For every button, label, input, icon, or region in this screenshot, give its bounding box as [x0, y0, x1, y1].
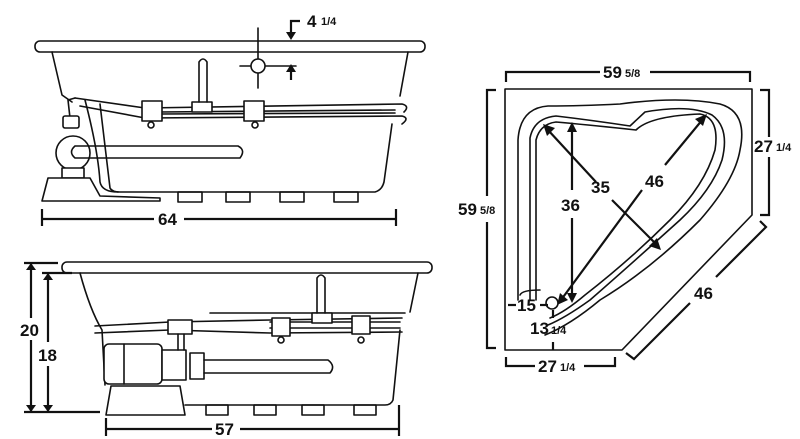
- jet-pipe-upper: [74, 97, 408, 113]
- label-bottom-side-whole: 27: [538, 357, 557, 376]
- dimension-length-64: 64: [40, 209, 398, 229]
- label-bottom-side-fraction: 1/4: [560, 362, 576, 374]
- label-top-width-whole: 59: [603, 63, 622, 82]
- air-pipe: [198, 58, 208, 103]
- air-pipe: [316, 274, 326, 314]
- dimension-depth-18: 18: [24, 271, 100, 414]
- tub-rim: [61, 261, 433, 274]
- jet-pipe-upper: [94, 317, 403, 327]
- label-height-20: 20: [20, 321, 39, 340]
- fitting: [271, 317, 291, 337]
- tee-fitting: [311, 312, 333, 324]
- pump-motor: [41, 97, 161, 202]
- label-length-57: 57: [215, 420, 234, 439]
- dimension-overflow-drop: 4 1/4: [286, 12, 337, 80]
- dimension-top-width: 59 5/8: [504, 63, 752, 82]
- dimension-right-side: 27 1/4: [754, 88, 792, 217]
- jet-pipe-back: [209, 312, 406, 329]
- label-left-height-whole: 59: [458, 200, 477, 219]
- basin-ledge: [519, 289, 541, 296]
- return-pipe: [70, 145, 244, 159]
- label-length-64: 64: [158, 210, 177, 229]
- dimension-diag-46: 46: [557, 114, 707, 305]
- label-drain-15: 15: [517, 296, 536, 315]
- overflow-marker: [239, 27, 297, 89]
- basin-rim-outer: [517, 99, 743, 336]
- label-drain-13-fraction: 1/4: [551, 325, 567, 337]
- tee-fitting: [167, 319, 193, 335]
- label-right-side-fraction: 1/4: [776, 142, 792, 154]
- jet-nozzle: [357, 336, 365, 344]
- jet-nozzle: [147, 121, 155, 129]
- dimension-diag-35: 35: [543, 124, 661, 250]
- tub-body: [79, 272, 419, 406]
- label-depth-36: 36: [561, 196, 580, 215]
- tub-rim: [34, 40, 426, 53]
- fitting: [141, 100, 163, 122]
- tub-outline: [504, 88, 753, 351]
- jet-nozzle: [277, 336, 285, 344]
- dimension-depth-36: 36: [561, 122, 580, 303]
- jet-nozzle: [251, 121, 259, 129]
- tub-apron: [84, 99, 119, 193]
- label-right-side-whole: 27: [754, 137, 773, 156]
- label-depth-18: 18: [38, 346, 57, 365]
- support-feet: [205, 404, 377, 416]
- pump-motor: [103, 333, 205, 416]
- plan-view: 35 46 36 15 13 1/4: [458, 63, 792, 376]
- fitting: [243, 100, 265, 122]
- tee-fitting: [191, 101, 213, 113]
- label-diag-46: 46: [645, 172, 664, 191]
- tub-body: [51, 51, 409, 193]
- dimension-left-height: 59 5/8: [458, 88, 496, 350]
- side-view-bottom: 57 20 18: [20, 261, 433, 439]
- label-drain-13-whole: 13: [530, 319, 549, 338]
- label-top-width-fraction: 5/8: [625, 68, 640, 80]
- label-left-height-fraction: 5/8: [480, 205, 495, 217]
- basin-rim-inner: [529, 107, 726, 326]
- label-overflow-fraction: 1/4: [321, 16, 337, 28]
- jet-pipe-lower: [94, 329, 403, 334]
- dimension-bottom-side: 27 1/4: [504, 357, 617, 376]
- drain: 15 13 1/4: [508, 296, 567, 350]
- support-feet: [177, 191, 359, 203]
- fitting: [351, 315, 371, 335]
- return-pipe: [203, 359, 334, 374]
- label-overflow-whole: 4: [307, 12, 317, 31]
- dimension-front-diagonal: 46: [625, 220, 768, 361]
- jet-pipe-lower: [79, 105, 407, 125]
- label-diag-35: 35: [591, 178, 610, 197]
- basin-floor: [535, 113, 717, 319]
- dimension-length-57: 57: [104, 405, 401, 439]
- dimension-height-20: 20: [20, 261, 58, 412]
- side-view-top: 64 4 1/4: [34, 12, 426, 229]
- label-front-diagonal: 46: [694, 284, 713, 303]
